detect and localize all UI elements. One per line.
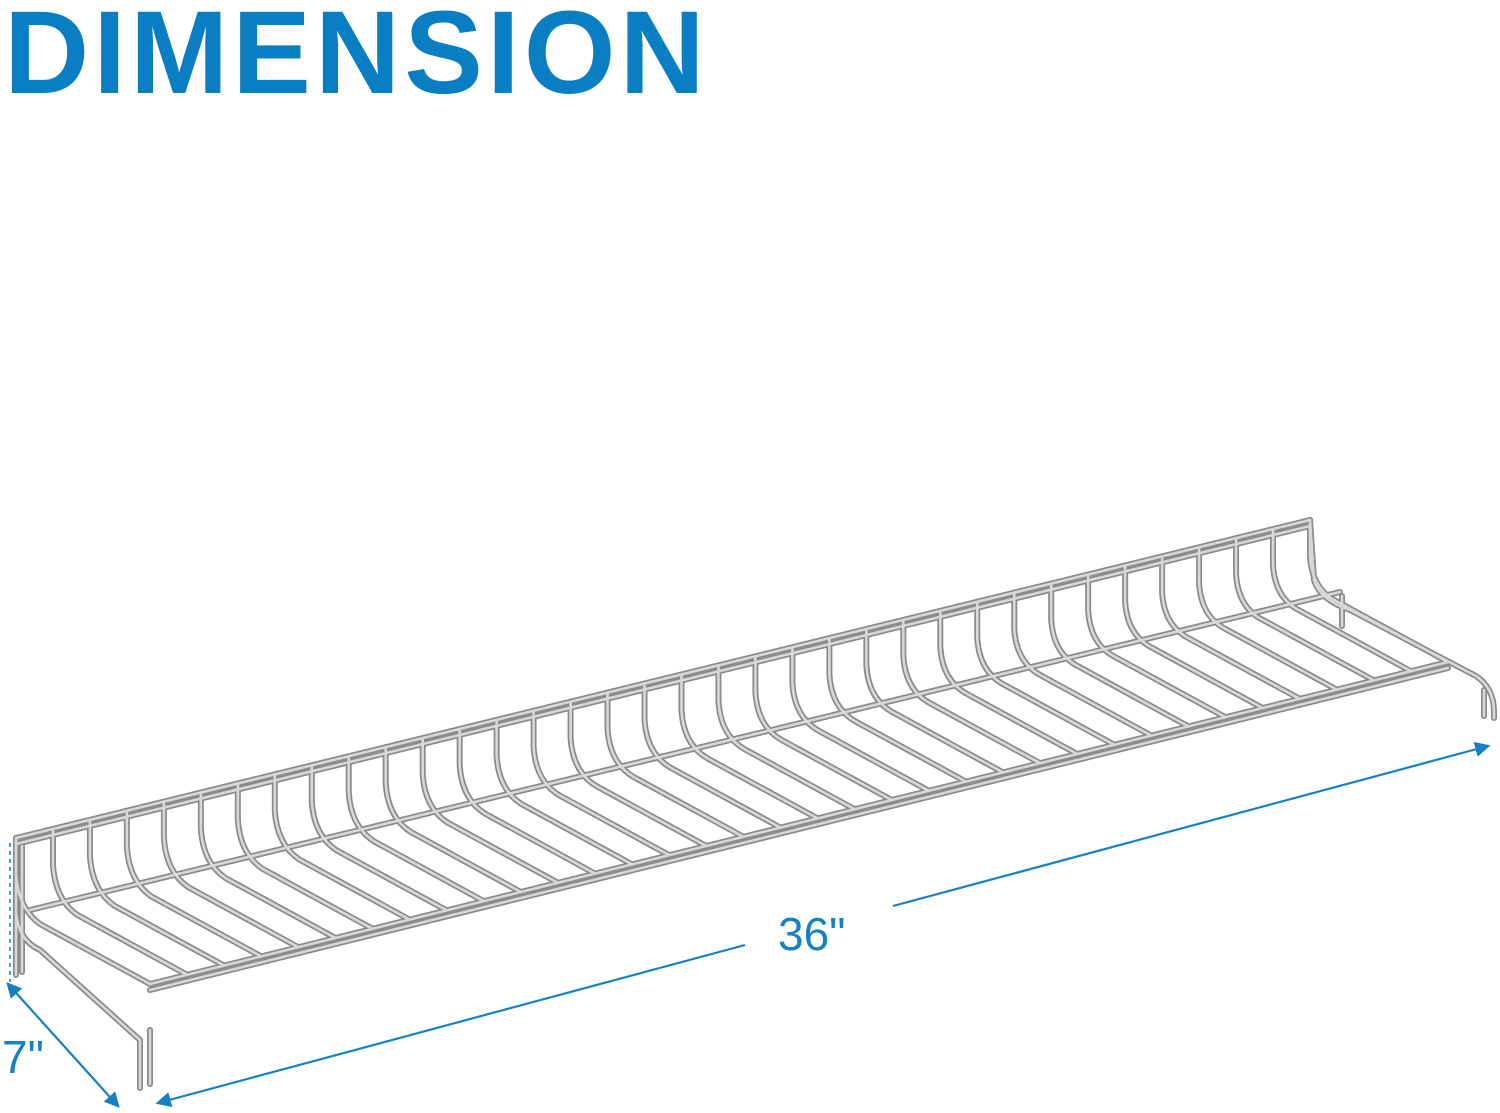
- rack-rib: [1234, 536, 1376, 682]
- rack-rib: [1123, 564, 1264, 710]
- rack-rib: [1086, 573, 1227, 719]
- rack-right-leg: [1308, 518, 1496, 720]
- rack-rib: [125, 809, 263, 958]
- length-dimension-line-right: [892, 741, 1491, 908]
- width-label: 7": [2, 1031, 44, 1083]
- rack-rib: [902, 618, 1042, 765]
- page-title: DIMENSION: [4, 0, 709, 119]
- rack-top-rail: [14, 518, 1312, 840]
- rack-rib: [975, 600, 1116, 747]
- rack-top-rail-inner: [14, 524, 1312, 846]
- rack-rib: [680, 673, 819, 820]
- rack-rib: [1308, 518, 1450, 664]
- rack-rib: [162, 800, 300, 949]
- rack-front-rail-inner: [148, 666, 1450, 992]
- rack-rib: [273, 773, 411, 921]
- rack-rib: [828, 636, 968, 783]
- rack-rib: [938, 609, 1079, 756]
- rack-rib: [495, 718, 634, 866]
- rack-rib: [754, 654, 894, 802]
- rack-rib: [236, 782, 374, 931]
- width-dimension-line: [6, 982, 120, 1108]
- length-dimension-line-left: [155, 943, 746, 1108]
- rack-rib: [310, 764, 448, 912]
- rack-support-bar: [28, 590, 1342, 912]
- rack-rib: [643, 682, 782, 829]
- width-dimension: 7": [2, 843, 120, 1108]
- rack-rib: [1160, 555, 1301, 701]
- rack-rib: [51, 827, 189, 977]
- wire-rack-icon: [13, 517, 1497, 1091]
- rack-rib: [865, 627, 1005, 774]
- rack-rib: [421, 736, 560, 885]
- rack-rib: [532, 709, 671, 857]
- rack-rib: [1197, 545, 1339, 691]
- rack-rib: [1049, 582, 1190, 728]
- rack-rib: [1307, 517, 1451, 665]
- rack-rib: [1012, 591, 1153, 737]
- rack-left-leg: [14, 838, 142, 1090]
- rack-rib: [606, 691, 745, 839]
- rack-rib: [384, 745, 523, 894]
- rack-rib: [569, 700, 708, 848]
- length-dimension: 36": [155, 741, 1491, 1108]
- rack-rib: [717, 664, 856, 811]
- rack-rib: [791, 645, 931, 793]
- rack-rib: [1271, 527, 1413, 673]
- rack-rib: [88, 818, 226, 967]
- rack-front-rail: [148, 660, 1450, 986]
- rack-rib: [347, 754, 486, 903]
- rack-rib: [199, 791, 337, 940]
- length-label: 36": [778, 908, 846, 960]
- rack-rib: [458, 727, 597, 875]
